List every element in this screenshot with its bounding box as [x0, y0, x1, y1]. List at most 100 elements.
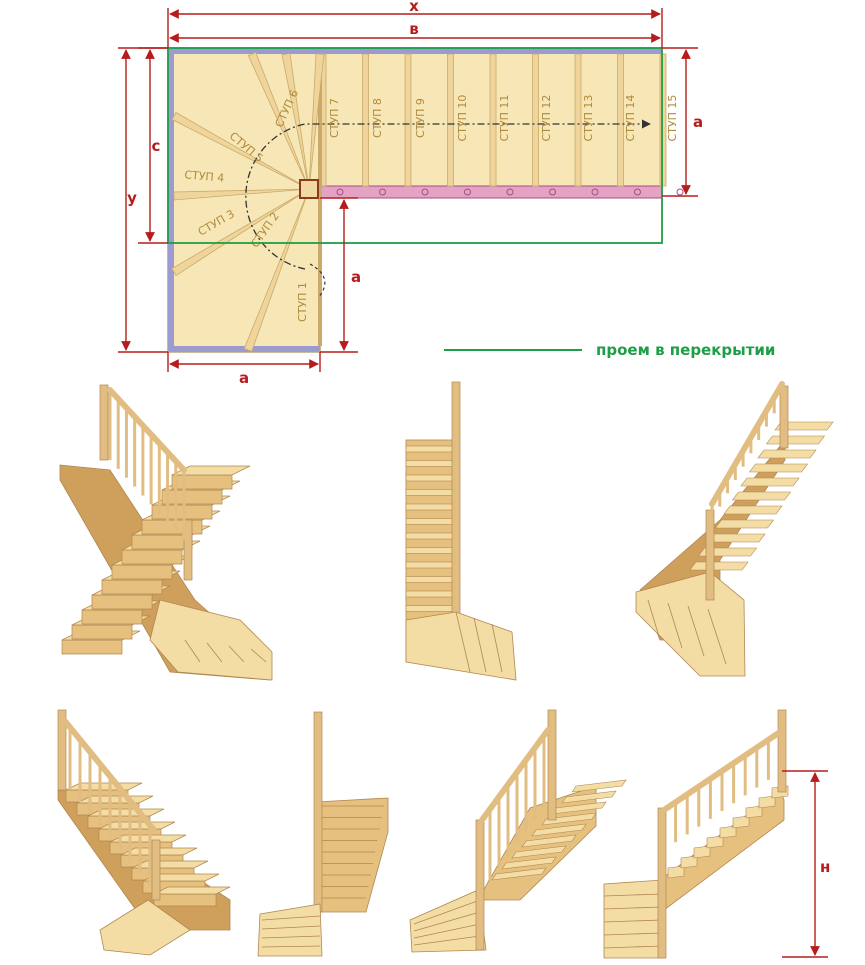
- winder: [149, 599, 273, 681]
- tread: [765, 435, 826, 445]
- riser: [111, 564, 173, 580]
- staircase-view-1: [59, 384, 273, 681]
- tread: [511, 845, 567, 859]
- tread: [757, 449, 817, 459]
- winder-edge: [647, 599, 661, 641]
- winder-nosing: [173, 188, 310, 201]
- staircase-view-4: [57, 709, 231, 956]
- winder-edge: [184, 639, 201, 663]
- newel: [313, 711, 323, 913]
- tread: [405, 605, 457, 612]
- riser: [61, 639, 123, 655]
- step-label-9: СТУП 9: [414, 98, 427, 138]
- winder-edge: [250, 648, 267, 663]
- dim-y-label: y: [127, 189, 137, 207]
- newel: [151, 839, 161, 901]
- baluster-mark: [464, 188, 471, 196]
- walking-line-start: [309, 263, 326, 299]
- riser: [121, 549, 183, 565]
- staircase-views: [57, 381, 834, 959]
- winder-edge: [261, 945, 321, 948]
- baluster-mark: [549, 188, 556, 196]
- handrail: [709, 381, 785, 507]
- step-label-10: СТУП 10: [456, 95, 469, 142]
- newel-post: [299, 179, 319, 199]
- winder-edge: [667, 602, 683, 649]
- winder-edge: [261, 925, 321, 930]
- winder-edge: [413, 911, 481, 932]
- winder-nosing: [247, 51, 310, 190]
- winder-edge: [603, 906, 663, 910]
- step-label-4: СТУП 4: [184, 168, 225, 184]
- tread-nosing: [489, 53, 497, 187]
- dimensions: [118, 8, 698, 372]
- step-label-8: СТУП 8: [371, 98, 384, 138]
- tread: [405, 474, 457, 482]
- staircase-view-2: [405, 381, 517, 681]
- step-label-15: СТУП 15: [666, 95, 679, 142]
- tread: [405, 460, 457, 467]
- staircase-view-7: [603, 709, 789, 959]
- riser: [141, 519, 203, 535]
- winder-edge: [687, 605, 705, 657]
- stringer-top: [168, 48, 662, 54]
- tread: [65, 782, 143, 791]
- winder-edge: [413, 935, 481, 946]
- walking-line: [245, 119, 651, 270]
- newel: [99, 384, 109, 461]
- step-label-7: СТУП 7: [328, 98, 341, 138]
- winder-edge: [413, 899, 481, 925]
- tread: [748, 463, 809, 473]
- newel: [547, 709, 557, 821]
- winder-edge: [473, 617, 487, 673]
- handrail: [61, 717, 157, 833]
- tread: [405, 576, 457, 583]
- tread: [706, 533, 766, 543]
- riser: [71, 624, 133, 640]
- tread: [774, 421, 834, 431]
- tread: [521, 834, 577, 848]
- legend-label: проем в перекрытии: [596, 341, 775, 359]
- dim-b-label: в: [409, 20, 419, 38]
- tread: [689, 561, 749, 571]
- winder-edge: [603, 932, 663, 936]
- winder-edge: [491, 623, 503, 673]
- dim-h-label: н: [820, 858, 830, 876]
- newel: [475, 819, 485, 951]
- baluster-mark: [591, 188, 599, 196]
- dim-a-mid-label: a: [351, 268, 361, 286]
- tread: [571, 779, 627, 793]
- tread: [405, 590, 457, 598]
- tread: [723, 505, 783, 515]
- tread-nosing: [574, 53, 582, 187]
- riser: [101, 579, 163, 595]
- riser: [161, 489, 223, 505]
- baluster-mark: [634, 188, 641, 196]
- riser: [171, 474, 233, 490]
- newel: [777, 709, 787, 793]
- staircase-view-3: [635, 381, 834, 677]
- baluster-mark: [336, 188, 344, 196]
- tread: [405, 547, 457, 554]
- step-label-12: СТУП 12: [540, 95, 553, 142]
- tread-nosing: [447, 53, 454, 187]
- winder: [99, 899, 191, 956]
- riser: [91, 594, 153, 610]
- tread: [405, 532, 457, 540]
- winder-nosing: [281, 52, 310, 190]
- step-label-14: СТУП 14: [624, 95, 637, 142]
- handrail: [107, 387, 187, 473]
- baluster-mark: [379, 188, 386, 196]
- winder-edge: [261, 915, 321, 921]
- dim-a-bottom-label: a: [239, 369, 249, 387]
- tread: [531, 823, 587, 837]
- riser: [153, 893, 217, 907]
- tread: [405, 503, 457, 511]
- winder-edge: [455, 611, 471, 673]
- stringer-left: [168, 48, 174, 352]
- winder-edge: [707, 608, 727, 665]
- tread: [131, 860, 209, 869]
- winder-edge: [603, 919, 663, 923]
- winder-edge: [603, 945, 663, 949]
